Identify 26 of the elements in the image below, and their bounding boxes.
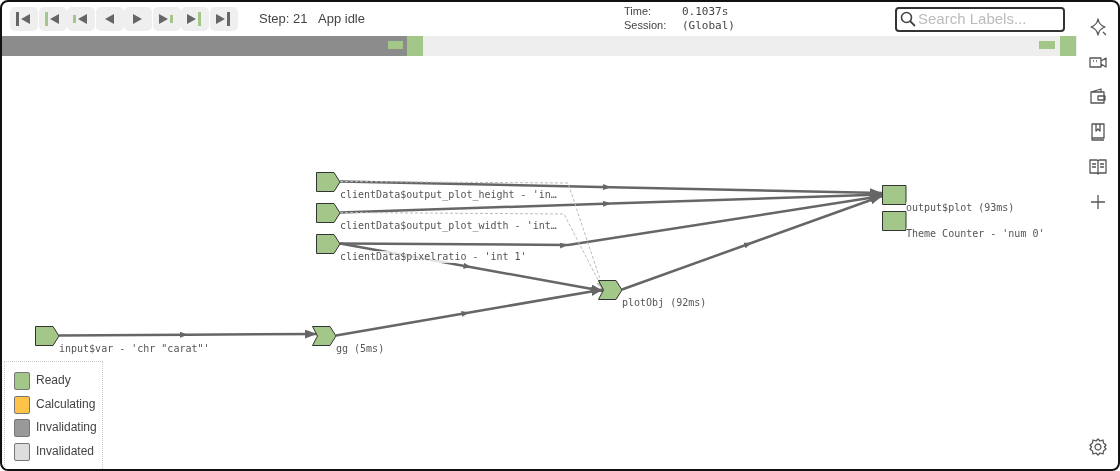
arrow (59, 330, 317, 339)
legend-label: Invalidating (36, 420, 97, 434)
search-field: Search Labels... (895, 7, 1065, 32)
field-label: Time: (624, 5, 652, 17)
legend-label: Calculating (36, 396, 96, 411)
step-count: Step: 21 (259, 11, 308, 26)
field-label: Session: (624, 19, 667, 31)
arrow (340, 194, 883, 249)
node-label: input$var - 'chr "carat"' (59, 343, 210, 355)
node-label: clientData$output_plot_width - 'int… (340, 220, 557, 232)
arrow (621, 194, 883, 291)
arrow (339, 193, 883, 214)
node-label: clientData$output_plot_height - 'in… (340, 189, 557, 201)
time-value: 0.1037s (682, 5, 729, 18)
legend-label: Ready (36, 373, 71, 387)
node-label: plotObj (92ms) (622, 297, 707, 309)
status-text: App idle (318, 11, 365, 26)
arrow (339, 212, 604, 290)
node-label: clientData$pixelratio - 'int 1' (340, 251, 527, 263)
node-label: gg (5ms) (336, 343, 385, 355)
node-label: output$plot (93ms) (906, 202, 1015, 214)
arrow (339, 180, 883, 195)
legend-label: Invalidated (36, 443, 95, 458)
session-value: (Global) (682, 19, 735, 32)
node-label: Theme Counter - 'num 0' (906, 228, 1045, 240)
arrow (335, 287, 604, 337)
